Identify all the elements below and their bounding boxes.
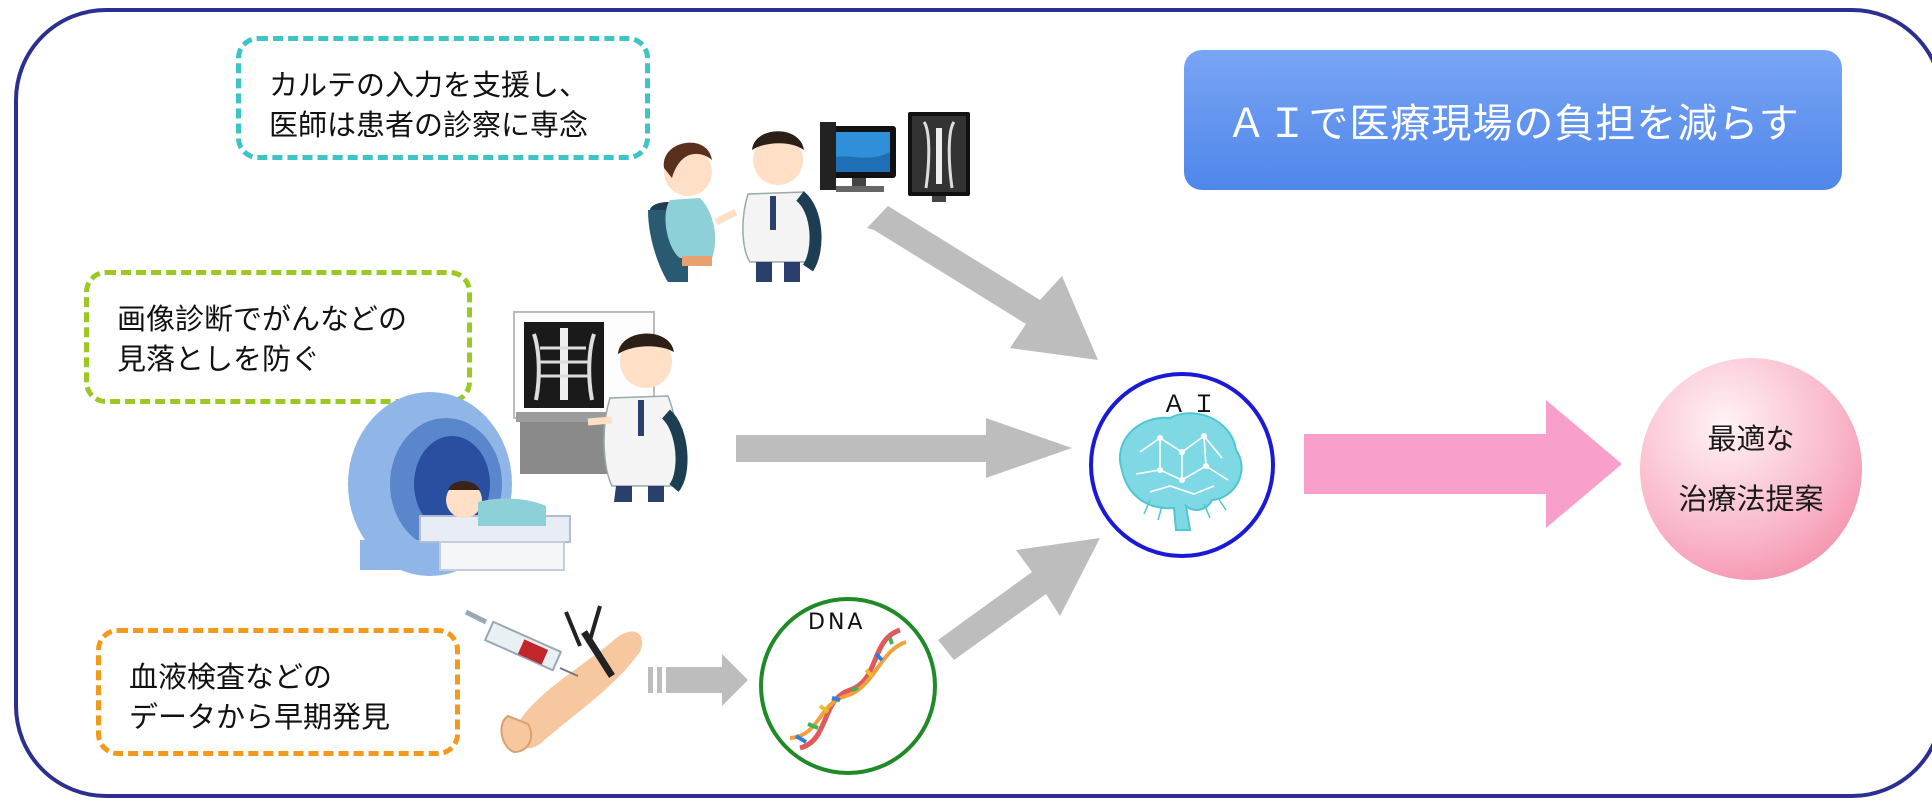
brain-network-icon <box>1119 412 1243 531</box>
note-blood-line-1: 血液検査などの <box>129 660 333 694</box>
result-line-2: 治療法提案 <box>1678 482 1824 516</box>
note-imaging: 画像診断でがんなどの 見落としを防ぐ <box>84 270 472 404</box>
title-text: ＡＩで医療現場の負担を減らす <box>1226 101 1800 147</box>
consultation-illustration <box>648 131 822 282</box>
xray-monitor-icon <box>908 112 970 202</box>
note-karte-line-2: 医師は患者の診察に専念 <box>269 108 589 142</box>
note-imaging-line-1: 画像診断でがんなどの <box>117 302 408 336</box>
note-blood-line-2: データから早期発見 <box>129 700 391 734</box>
ai-label: ＡＩ <box>1162 390 1222 418</box>
arrows <box>648 206 1100 706</box>
note-blood: 血液検査などの データから早期発見 <box>96 628 460 756</box>
result-circle: 最適な 治療法提案 <box>1640 358 1862 580</box>
arrow-dna-to-ai <box>938 538 1100 660</box>
dna-helix-icon <box>789 627 907 751</box>
note-karte: カルテの入力を支援し、 医師は患者の診察に専念 <box>236 36 650 160</box>
note-imaging-line-2: 見落としを防ぐ <box>117 342 321 376</box>
title-banner: ＡＩで医療現場の負担を減らす <box>1184 50 1842 190</box>
blood-draw-illustration <box>464 605 643 754</box>
arrow-consultation-to-ai <box>867 206 1098 360</box>
note-karte-line-1: カルテの入力を支援し、 <box>269 68 589 102</box>
arrow-imaging-to-ai <box>736 418 1072 478</box>
mri-scanner-illustration <box>348 392 571 576</box>
dna-node <box>759 597 937 775</box>
result-line-1: 最適な <box>1707 422 1795 456</box>
doctor-xray-illustration <box>513 311 688 502</box>
dna-label: DNA <box>808 610 866 635</box>
ai-node <box>1089 372 1275 558</box>
arrow-ai-to-result <box>1304 400 1622 528</box>
computer-monitor-icon <box>820 122 896 192</box>
arrow-blood-to-dna <box>648 654 748 706</box>
